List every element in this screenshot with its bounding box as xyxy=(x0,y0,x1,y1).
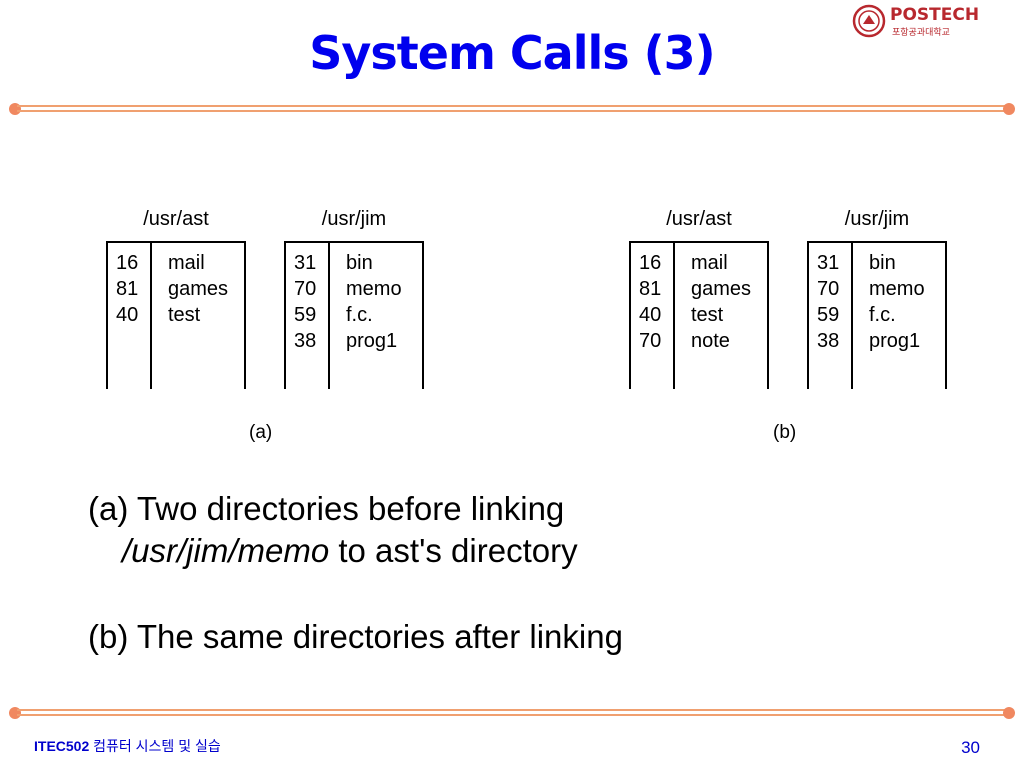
panel-label: (b) xyxy=(773,422,797,443)
logo-subtitle: 포항공과대학교 xyxy=(892,28,950,38)
directory-title: /usr/ast xyxy=(666,208,732,230)
directory-table xyxy=(807,241,947,389)
caption-a-line2: /usr/jim/memo to ast's directory xyxy=(122,532,578,570)
header-divider xyxy=(9,102,1015,116)
caption-a-line1: (a) Two directories before linking xyxy=(88,490,565,527)
caption-path: /usr/jim/memo xyxy=(122,532,330,569)
directory-table xyxy=(106,241,246,389)
postech-emblem-icon xyxy=(852,4,886,38)
footer-course: ITEC502 컴퓨터 시스템 및 실습 xyxy=(34,736,221,756)
course-name: 컴퓨터 시스템 및 실습 xyxy=(93,738,221,754)
course-code: ITEC502 xyxy=(34,738,90,754)
logo-wordmark: POSTECH xyxy=(890,5,980,25)
caption-rest: to ast's directory xyxy=(329,532,578,569)
directory-table xyxy=(284,241,424,389)
directory-title: /usr/jim xyxy=(844,208,910,230)
directory-title: /usr/ast xyxy=(143,208,209,230)
footer-divider xyxy=(9,706,1015,720)
directory-table xyxy=(629,241,769,389)
slide-title: System Calls (3) xyxy=(309,26,715,80)
caption-b: (b) The same directories after linking xyxy=(88,618,623,655)
panel-label: (a) xyxy=(249,422,273,443)
page-number: 30 xyxy=(961,738,980,757)
directory-title: /usr/jim xyxy=(321,208,387,230)
postech-logo: POSTECH 포항공과대학교 xyxy=(852,4,988,38)
